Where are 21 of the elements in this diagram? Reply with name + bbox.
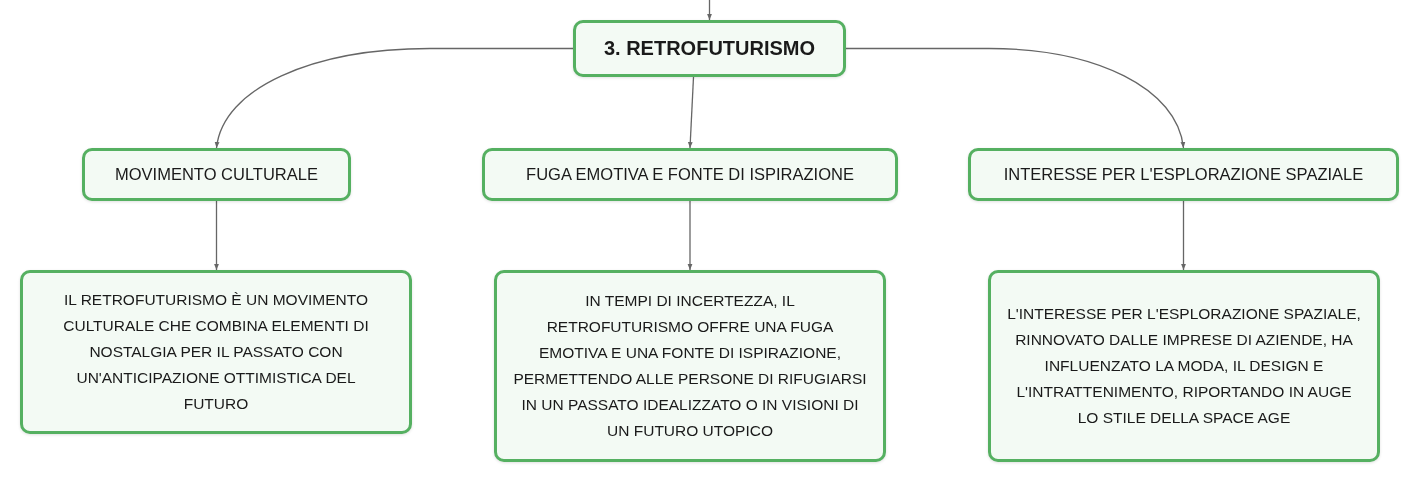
- detail-text: IL RETROFUTURISMO È UN MOVIMENTO CULTURALE CHE COMBINA ELEMENTI DI NOSTALGIA PER IL PASSATO CON UN'ANTICIPAZIONE OTTIMISTICA DEL FUTURO: [62, 290, 370, 414]
- subtopic-box: [82, 148, 351, 201]
- detail-text: IN TEMPI DI INCERTEZZA, IL RETROFUTURISMO OFFRE UNA FUGA EMOTIVA E UNA FONTE DI ISPIRAZIONE, PERMETTENDO ALLE PERSONE DI RIFUGIARSI IN UN PASSATO IDEALIZZATO O IN VISIONI DI UN FUTURO UTOPICO: [512, 291, 868, 441]
- detail-text: L'INTERESSE PER L'ESPLORAZIONE SPAZIALE, RINNOVATO DALLE IMPRESE DI AZIENDE, HA INFLUENZATO LA MODA, IL DESIGN E L'INTRATTENIMENTO, RIPORTANDO IN AUGE LO STILE DELLA SPACE AGE: [1006, 304, 1362, 428]
- arrow: [215, 47, 574, 149]
- detail-box: [494, 270, 886, 462]
- subtopic-label: FUGA EMOTIVA E FONTE DI ISPIRAZIONE: [526, 165, 854, 184]
- arrow: [1181, 200, 1186, 271]
- detail-box: [988, 270, 1380, 462]
- subtopic-label: MOVIMENTO CULTURALE: [115, 165, 318, 184]
- arrow: [687, 200, 693, 271]
- arrow: [707, 0, 712, 21]
- arrow: [214, 200, 219, 271]
- arrow: [845, 47, 1185, 149]
- subtopic-box: [968, 148, 1399, 201]
- topic-title: 3. RETROFUTURISMO: [603, 37, 816, 60]
- arrow: [687, 76, 695, 149]
- subtopic-label: INTERESSE PER L'ESPLORAZIONE SPAZIALE: [1003, 165, 1364, 184]
- topic-box: [573, 20, 846, 77]
- detail-box: [20, 270, 412, 434]
- subtopic-box: [482, 148, 898, 201]
